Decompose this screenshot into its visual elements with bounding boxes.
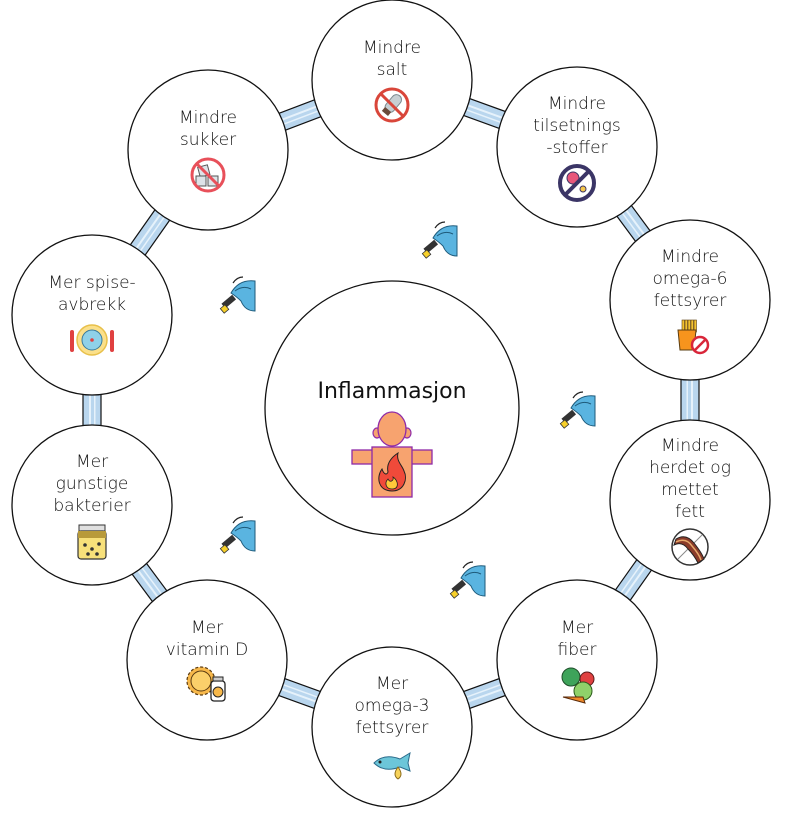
center-node: Inflammasjon bbox=[264, 280, 520, 536]
node-label-line: gunstige bbox=[56, 474, 129, 494]
water-hose-icon bbox=[559, 391, 596, 429]
node-circle bbox=[311, 646, 473, 808]
node-label-line: fiber bbox=[558, 640, 597, 660]
node-label-line: fettsyrer bbox=[654, 291, 727, 311]
node-circle bbox=[311, 0, 473, 161]
fish-oil-icon bbox=[373, 751, 411, 780]
plate-clock-icon bbox=[70, 324, 114, 356]
node-label-line: tilsetnings bbox=[533, 116, 620, 136]
node-label-line: vitamin D bbox=[166, 640, 248, 660]
node-label-line: Mindre bbox=[179, 108, 237, 128]
node-circle bbox=[609, 419, 771, 581]
node-label-line: -stoffer bbox=[546, 138, 607, 158]
node-label-line: omega-3 bbox=[355, 696, 430, 716]
water-hose-icon bbox=[449, 561, 486, 599]
node-circle bbox=[496, 66, 658, 228]
node-label-line: bakterier bbox=[53, 496, 130, 516]
node-label-line: Mer spise- bbox=[48, 273, 135, 293]
node-circle bbox=[11, 424, 173, 586]
node-label-line: Mer bbox=[191, 618, 223, 638]
node-meal-breaks: Mer spise-avbrekk bbox=[11, 234, 173, 396]
node-label-line: Mer bbox=[76, 452, 108, 472]
node-circle bbox=[496, 579, 658, 741]
fermented-jar-icon bbox=[77, 524, 107, 560]
node-label-line: Mindre bbox=[661, 436, 719, 456]
ring-nodes: MindresaltMindretilsetnings-stofferMindr… bbox=[11, 0, 771, 808]
center-circle bbox=[264, 280, 520, 536]
no-salt-icon bbox=[374, 87, 410, 123]
node-label-line: herdet og bbox=[649, 458, 731, 478]
node-circle bbox=[126, 579, 288, 741]
node-label-line: salt bbox=[377, 60, 408, 80]
water-hose-icon bbox=[421, 221, 458, 259]
no-sugar-icon bbox=[190, 157, 226, 193]
node-label-line: sukker bbox=[180, 130, 236, 150]
node-label-line: fett bbox=[675, 502, 705, 522]
node-circle bbox=[11, 234, 173, 396]
ring-connector bbox=[680, 365, 700, 435]
node-label-line: fettsyrer bbox=[356, 718, 429, 738]
node-label-line: Mindre bbox=[548, 94, 606, 114]
inflamed-body-icon bbox=[351, 411, 433, 498]
vegetables-icon bbox=[561, 667, 595, 704]
water-hose-icon bbox=[219, 276, 256, 314]
node-circle bbox=[609, 219, 771, 381]
no-fries-icon bbox=[677, 319, 710, 355]
no-additives-icon bbox=[558, 164, 596, 202]
sun-vitamin-d-icon bbox=[186, 666, 226, 702]
node-label-line: mettet bbox=[661, 480, 718, 500]
node-circle bbox=[127, 69, 289, 231]
hose-icons bbox=[219, 221, 596, 599]
node-label-line: Mer bbox=[376, 674, 408, 694]
node-label-line: Mer bbox=[561, 618, 593, 638]
no-bacon-icon bbox=[671, 528, 709, 566]
node-label-line: avbrekk bbox=[58, 295, 126, 315]
node-label-line: Mindre bbox=[661, 247, 719, 267]
water-hose-icon bbox=[219, 516, 256, 554]
node-label-line: omega-6 bbox=[653, 269, 728, 289]
node-label-line: Mindre bbox=[363, 38, 421, 58]
center-title: Inflammasjon bbox=[317, 379, 466, 404]
